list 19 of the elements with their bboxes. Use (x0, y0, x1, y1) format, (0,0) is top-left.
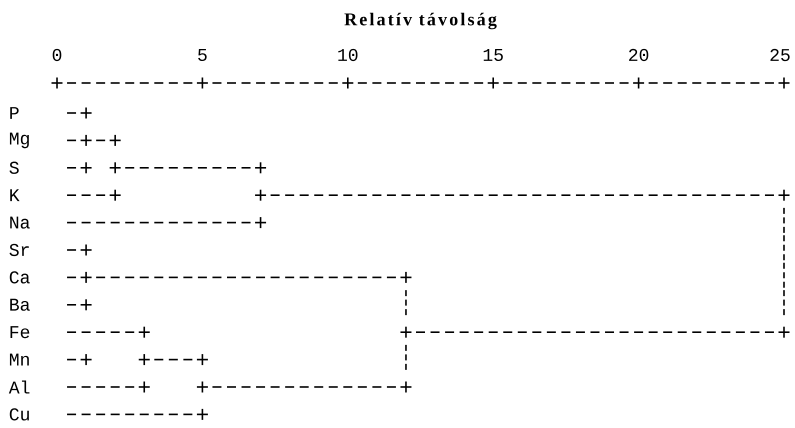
tick-label: 0 (52, 48, 62, 62)
leaf-label: Ba (10, 298, 30, 311)
leaf-label: Na (10, 216, 30, 229)
leaf-label: Sr (10, 244, 29, 256)
leaf-label: Fe (10, 326, 30, 338)
leaf-label: Mn (10, 354, 29, 366)
tick-label: 25 (770, 48, 790, 62)
leaf-label: Al (8, 380, 30, 394)
leaf-label: S (10, 162, 19, 174)
tick-label: 15 (484, 48, 503, 61)
leaf-label: Mg (10, 132, 29, 148)
tick-label: 5 (198, 48, 207, 61)
tick-label: 10 (338, 48, 358, 62)
leaf-label: Ca (10, 271, 30, 284)
tick-label: 20 (629, 48, 648, 62)
leaf-label: Cu (10, 408, 29, 420)
leaf-label: K (10, 189, 20, 202)
leaf-label: P (10, 107, 19, 119)
chart-title: Relatív távolság (344, 12, 497, 30)
